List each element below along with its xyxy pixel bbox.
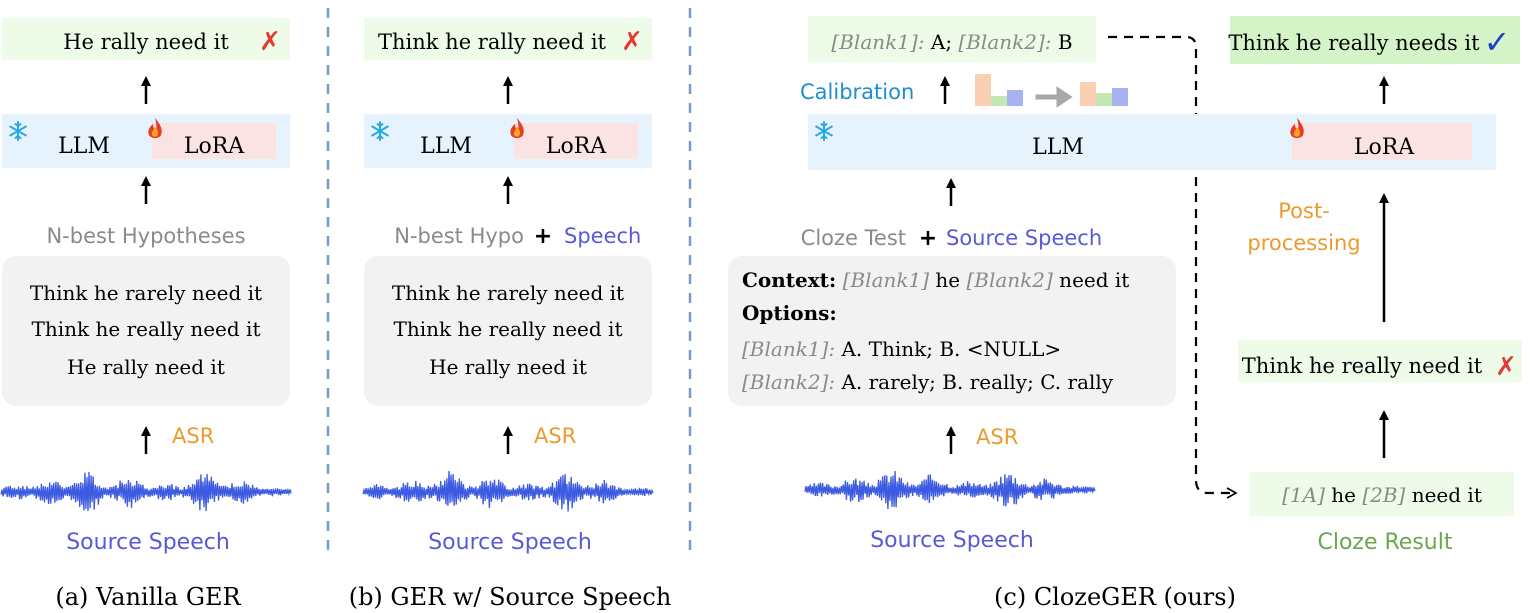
- asr-label: ASR: [976, 425, 1018, 449]
- output-box: [2, 18, 290, 60]
- lora-label: LoRA: [1354, 135, 1415, 160]
- answer-text: [Blank1]: A; [Blank2]: B: [831, 30, 1072, 54]
- final-output-text: Think he really needs it: [1228, 31, 1480, 55]
- check-mark-icon: ✓: [1484, 23, 1511, 61]
- source-speech-label: Source Speech: [428, 530, 592, 555]
- histogram-bar: [1080, 82, 1096, 106]
- asr-label: ASR: [534, 424, 576, 448]
- calibration-arrow: [1035, 86, 1073, 108]
- final-output-box: [1230, 16, 1520, 64]
- plus-sign: +: [534, 224, 552, 249]
- cloze-result-box: [1250, 472, 1514, 516]
- plus-sign: +: [919, 226, 937, 251]
- source-speech-label: Source Speech: [66, 530, 230, 555]
- hypo-title: N-best Hypo: [394, 224, 524, 248]
- option-line-blank1: [Blank1]: A. Think; B. <NULL>: [742, 337, 1061, 361]
- panel-vanilla-ger: He rally need it ✗ LLM LoRA N-best Hypot…: [0, 18, 292, 611]
- calibration-before-histogram: [975, 74, 1023, 106]
- hypotheses-box: [364, 256, 652, 406]
- panel-caption: (c) ClozeGER (ours): [994, 583, 1236, 611]
- cross-mark-icon: ✗: [621, 27, 643, 57]
- hypothesis-item: Think he really need it: [394, 317, 623, 341]
- hypothesis-item: Think he rarely need it: [392, 281, 624, 305]
- postprocessing-label-line1: Post-: [1278, 199, 1330, 223]
- llm-label: LLM: [1032, 135, 1084, 160]
- output-text: He rally need it: [63, 30, 229, 54]
- cloze-test-title: Cloze Test: [801, 226, 906, 250]
- llm-label: LLM: [58, 134, 110, 159]
- output-box: [364, 18, 652, 60]
- option-line-blank2: [Blank2]: A. rarely; B. really; C. rally: [742, 370, 1114, 394]
- hypothesis-item: Think he really need it: [32, 317, 261, 341]
- panel-ger-with-speech: Think he rally need it ✗ LLM LoRA N-best…: [349, 18, 672, 611]
- speech-waveform: [804, 470, 1096, 510]
- lora-label: LoRA: [184, 134, 245, 159]
- lora-box: [152, 123, 276, 159]
- lora-box: [514, 123, 638, 159]
- panel-caption: (b) GER w/ Source Speech: [349, 583, 672, 611]
- hypotheses-box: [2, 256, 290, 406]
- dashed-connector-arrow: [1108, 35, 1238, 499]
- asr-label: ASR: [172, 424, 214, 448]
- panel-caption: (a) Vanilla GER: [55, 583, 241, 611]
- hypothesis-item: He rally need it: [429, 355, 587, 379]
- lora-label: LoRA: [546, 134, 607, 159]
- cloze-result-label: Cloze Result: [1318, 530, 1453, 555]
- answer-box: [808, 16, 1096, 62]
- hypothesis-item: He rally need it: [67, 355, 225, 379]
- cross-mark-icon: ✗: [1495, 352, 1517, 382]
- calibration-label: Calibration: [800, 80, 914, 104]
- speech-waveform: [362, 470, 654, 512]
- speech-waveform: [0, 471, 292, 512]
- histogram-bar: [991, 96, 1007, 106]
- output-text: Think he rally need it: [378, 30, 607, 54]
- llm-label: LLM: [420, 134, 472, 159]
- hypotheses-title: N-best Hypotheses: [46, 224, 245, 248]
- source-speech-label: Source Speech: [870, 528, 1034, 553]
- source-speech-title: Source Speech: [946, 226, 1102, 250]
- panel-clozeger: [Blank1]: A; [Blank2]: B Calibration LLM…: [728, 16, 1522, 611]
- calibration-after-histogram: [1080, 82, 1128, 106]
- cloze-result-text: [1A] he [2B] need it: [1282, 483, 1482, 507]
- hypothesis-item: Think he rarely need it: [30, 281, 262, 305]
- postprocessing-label-line2: processing: [1247, 231, 1360, 255]
- intermediate-output-box: [1238, 340, 1522, 382]
- speech-title: Speech: [564, 224, 641, 248]
- intermediate-output-text: Think he really need it: [1242, 354, 1483, 378]
- options-label: Options:: [742, 301, 837, 325]
- context-line: Context: [Blank1] he [Blank2] need it: [742, 268, 1129, 292]
- histogram-bar: [1096, 93, 1112, 106]
- cloze-test-box: [728, 256, 1176, 406]
- cross-mark-icon: ✗: [259, 27, 281, 57]
- lora-box: [1292, 123, 1472, 160]
- histogram-bar: [1112, 88, 1128, 106]
- histogram-bar: [1007, 90, 1023, 106]
- histogram-bar: [975, 74, 991, 106]
